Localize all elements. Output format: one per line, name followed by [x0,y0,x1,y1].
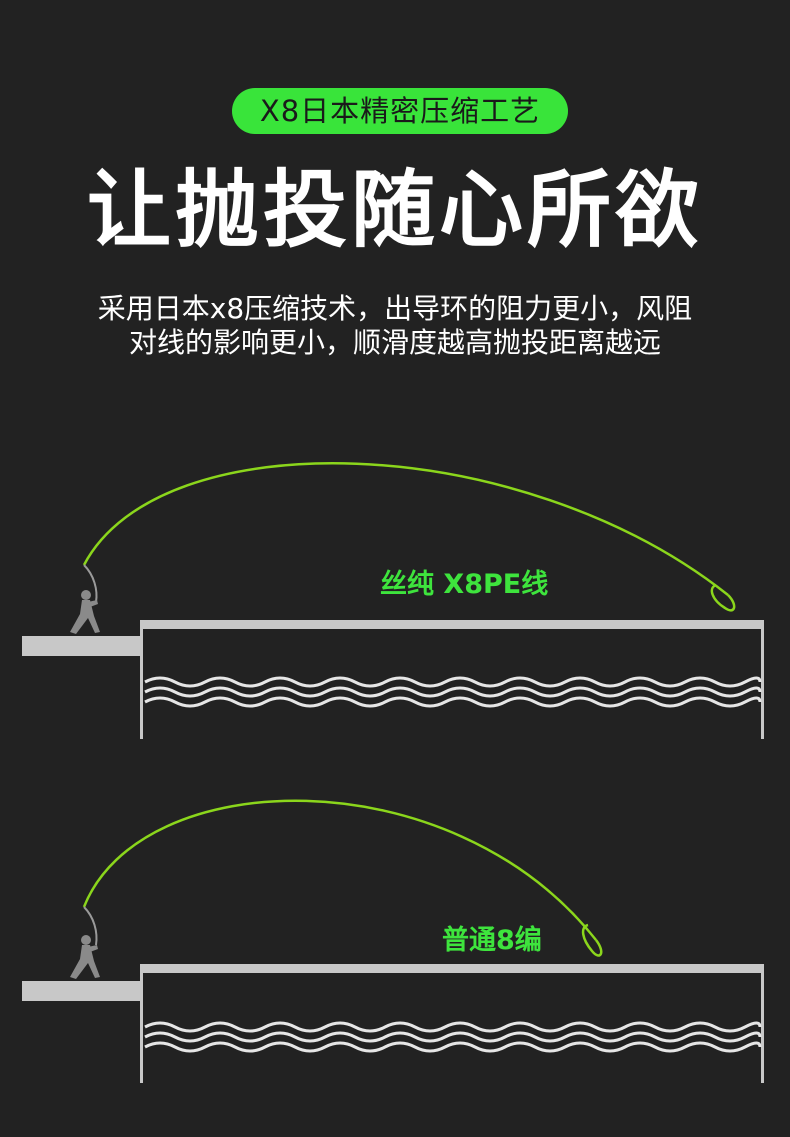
page-headline: 让抛投随心所欲 [86,161,703,259]
casting-line [82,462,729,596]
cast-scene-regular: 普通8编 [0,785,790,1105]
cast-illustration-x8 [22,462,764,739]
water-top-edge [140,964,764,973]
scene-label-regular: 普通8编 [442,925,542,956]
description-line-2: 对线的影响更小，顺滑度越高抛投距离越远 [128,326,661,359]
lure-loop [581,923,603,957]
cast-illustration-regular [22,799,764,1083]
lure-loop [710,583,736,612]
description-line-1: 采用日本x8压缩技术，出导环的阻力更小，风阻 [97,292,693,325]
casting-line [82,799,597,941]
shore-platform [22,981,140,1001]
description: 采用日本x8压缩技术，出导环的阻力更小，风阻 对线的影响更小，顺滑度越高抛投距离… [40,292,750,360]
cast-scene-x8: 丝纯 X8PE线 [0,440,790,760]
water-top-edge [140,620,764,629]
angler-icon [70,935,100,979]
fishing-rod [83,564,98,603]
water-waves [144,1021,762,1053]
scene-label-x8: 丝纯 X8PE线 [380,569,549,600]
process-badge: X8日本精密压缩工艺 [232,88,568,134]
water-waves [144,676,762,708]
fishing-rod [83,906,98,946]
shore-platform [22,636,140,656]
angler-icon [70,590,100,634]
